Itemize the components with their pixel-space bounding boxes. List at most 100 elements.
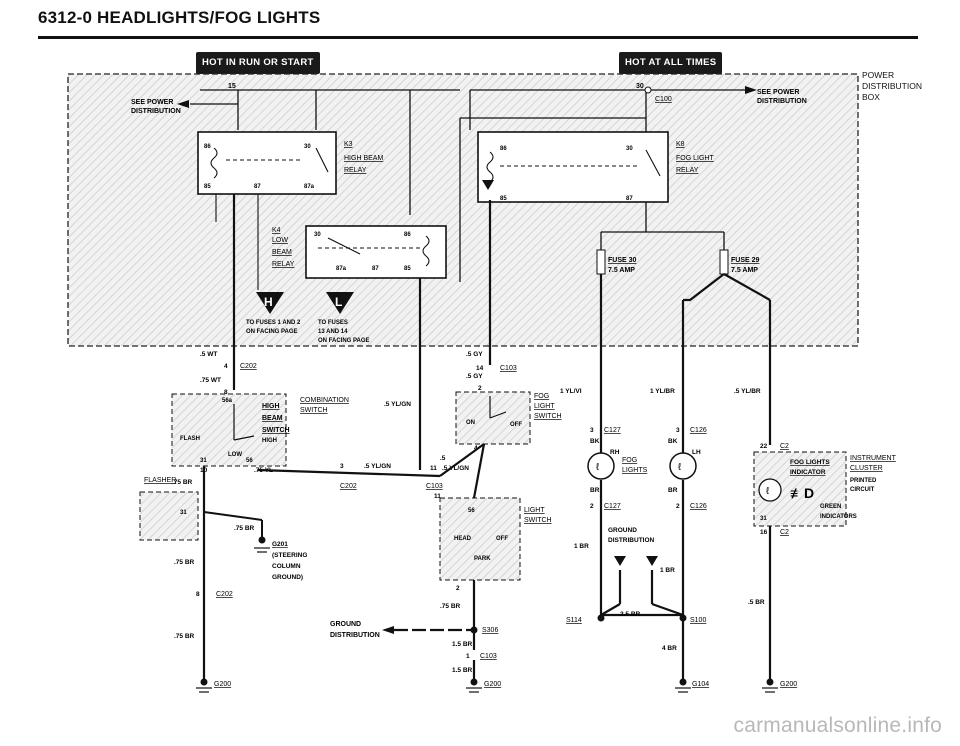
svg-text:TO FUSES: TO FUSES — [318, 320, 348, 326]
svg-text:8: 8 — [196, 591, 200, 598]
svg-text:87a: 87a — [304, 184, 315, 190]
svg-text:DISTRIBUTION: DISTRIBUTION — [757, 98, 807, 105]
svg-text:.5 GY: .5 GY — [466, 351, 483, 358]
svg-text:BEAM: BEAM — [272, 249, 292, 256]
svg-text:11: 11 — [434, 493, 441, 500]
fuse-29 — [719, 249, 729, 275]
connector-c126-top: C126 — [690, 427, 707, 434]
svg-text:.5: .5 — [440, 455, 446, 462]
fog-light-switch — [455, 391, 531, 445]
svg-text:SEE POWER: SEE POWER — [757, 89, 799, 96]
svg-text:TO FUSES 1 AND 2: TO FUSES 1 AND 2 — [246, 320, 301, 326]
svg-text:56a: 56a — [222, 398, 233, 404]
fog-lights-label: FOG LIGHTS — [622, 457, 648, 474]
fog-light-lh — [669, 452, 697, 480]
fog-switch-label: FOG LIGHT SWITCH — [534, 393, 562, 420]
svg-text:PRINTED: PRINTED — [850, 478, 877, 484]
svg-text:BK: BK — [590, 438, 600, 445]
svg-text:COLUMN: COLUMN — [272, 563, 301, 570]
svg-text:ℓ: ℓ — [596, 462, 600, 473]
splice-s114: S114 — [566, 617, 582, 624]
svg-text:16: 16 — [760, 529, 768, 536]
svg-text:DISTRIBUTION: DISTRIBUTION — [330, 632, 380, 639]
svg-text:1: 1 — [466, 653, 470, 660]
svg-text:1 YL/VI: 1 YL/VI — [560, 388, 582, 395]
svg-text:GROUND): GROUND) — [272, 574, 303, 581]
svg-text:K4: K4 — [272, 227, 281, 234]
svg-text:.5 YL/GN: .5 YL/GN — [442, 465, 469, 472]
ground-distribution-left-label: GROUND DISTRIBUTION — [330, 621, 380, 639]
svg-text:HIGH: HIGH — [262, 403, 280, 410]
svg-text:2.5 BR: 2.5 BR — [620, 611, 641, 618]
svg-text:INSTRUMENT: INSTRUMENT — [850, 455, 897, 462]
ground-distribution-right-label: GROUND DISTRIBUTION — [608, 527, 655, 544]
svg-text:2: 2 — [590, 503, 594, 510]
svg-text:COMBINATION: COMBINATION — [300, 397, 349, 404]
flasher-label: FLASHER — [144, 477, 176, 484]
svg-text:ON FACING PAGE: ON FACING PAGE — [318, 338, 370, 344]
svg-text:1 BR: 1 BR — [660, 567, 675, 574]
k3-relay — [197, 131, 337, 195]
light-switch-label: LIGHT SWITCH — [524, 507, 552, 524]
combination-switch-label: COMBINATION SWITCH — [300, 397, 349, 414]
svg-text:2: 2 — [478, 385, 482, 392]
svg-text:3: 3 — [340, 463, 344, 470]
svg-text:87: 87 — [372, 266, 379, 272]
connector-c103-low: C103 — [480, 653, 497, 660]
svg-text:FOG: FOG — [534, 393, 549, 400]
svg-text:BEAM: BEAM — [262, 415, 283, 422]
connector-c2-bottom: C2 — [780, 529, 789, 536]
svg-text:86: 86 — [204, 144, 211, 150]
svg-text:BK: BK — [668, 438, 678, 445]
svg-text:4: 4 — [224, 363, 228, 370]
svg-text:DISTRIBUTION: DISTRIBUTION — [131, 108, 181, 115]
svg-text:K8: K8 — [676, 141, 685, 148]
svg-text:ℓ: ℓ — [678, 462, 682, 473]
svg-text:8: 8 — [224, 389, 228, 396]
svg-text:OFF: OFF — [496, 536, 508, 542]
svg-text:30: 30 — [314, 232, 321, 238]
fog-indicator-label: FOG LIGHTS INDICATOR — [790, 459, 830, 476]
power-box-title: POWER DISTRIBUTION BOX — [862, 70, 922, 102]
svg-text:31: 31 — [200, 458, 207, 464]
svg-text:FOG: FOG — [622, 457, 637, 464]
svg-text:.5 YL/BR: .5 YL/BR — [734, 388, 761, 395]
svg-text:30: 30 — [626, 146, 633, 152]
svg-text:OFF: OFF — [510, 422, 522, 428]
svg-text:FOG LIGHTS: FOG LIGHTS — [790, 459, 830, 466]
svg-text:87: 87 — [254, 184, 261, 190]
svg-text:INDICATOR: INDICATOR — [790, 469, 826, 476]
svg-text:.5 BR: .5 BR — [748, 599, 765, 606]
svg-text:56: 56 — [468, 508, 475, 514]
svg-text:ON FACING PAGE: ON FACING PAGE — [246, 329, 298, 335]
connector-c2-top: C2 — [780, 443, 789, 450]
light-switch — [439, 497, 521, 581]
svg-text:K3: K3 — [344, 141, 353, 148]
svg-text:INDICATORS: INDICATORS — [820, 514, 857, 520]
splice-s100: S100 — [690, 617, 706, 624]
flasher-box — [139, 491, 199, 541]
svg-text:87a: 87a — [336, 266, 347, 272]
svg-text:HEAD: HEAD — [454, 536, 472, 542]
svg-text:ℓ: ℓ — [766, 486, 770, 497]
svg-text:85: 85 — [404, 266, 411, 272]
connector-c126-bottom: C126 — [690, 503, 707, 510]
svg-text:POWER: POWER — [862, 70, 894, 80]
svg-text:22: 22 — [760, 443, 768, 450]
fuse-30 — [596, 249, 606, 275]
svg-text:CIRCUIT: CIRCUIT — [850, 487, 875, 493]
svg-text:.5 GY: .5 GY — [466, 373, 483, 380]
fuse-ref-h — [256, 292, 284, 314]
svg-text:SWITCH: SWITCH — [534, 413, 562, 420]
svg-text:SWITCH: SWITCH — [300, 407, 328, 414]
splice-s306: S306 — [482, 627, 498, 634]
svg-text:L: L — [335, 295, 342, 309]
power-distribution-box — [67, 73, 859, 347]
connector-c103-top: C103 — [500, 365, 517, 372]
svg-text:LIGHT: LIGHT — [534, 403, 555, 410]
connector-c202-low: C202 — [216, 591, 233, 598]
svg-text:ON: ON — [466, 420, 475, 426]
svg-text:SEE POWER: SEE POWER — [131, 99, 173, 106]
k8-relay — [477, 131, 669, 203]
